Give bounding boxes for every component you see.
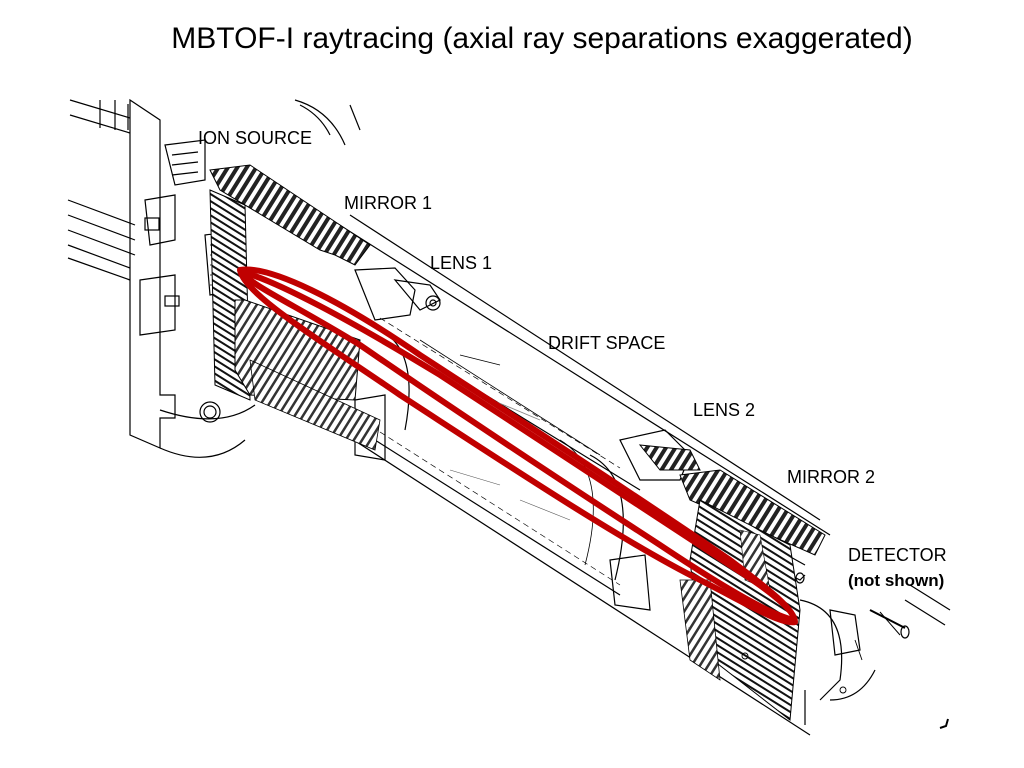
slide-title: MBTOF-I raytracing (axial ray separation… xyxy=(171,22,913,55)
label-mirror-1: MIRROR 1 xyxy=(344,193,433,213)
label-detector-note: (not shown) xyxy=(848,571,945,590)
label-ion-source: ION SOURCE xyxy=(198,128,313,148)
label-drift-space: DRIFT SPACE xyxy=(548,333,666,353)
ion-ray-paths xyxy=(237,266,798,626)
label-detector: DETECTOR xyxy=(848,545,947,565)
label-lens-1: LENS 1 xyxy=(430,253,493,273)
ion-ray-inner xyxy=(239,269,797,623)
mirror-1-stack xyxy=(209,164,381,451)
corner-mark xyxy=(939,718,949,729)
label-lens-2: LENS 2 xyxy=(693,400,756,420)
label-mirror-2: MIRROR 2 xyxy=(787,467,876,487)
